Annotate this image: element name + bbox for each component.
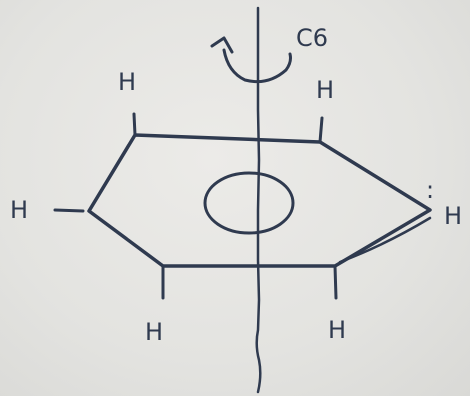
atom-h-bottom-right: H [328,316,346,344]
bond-top-right [318,116,324,144]
bond-bottom-right [333,264,338,300]
axis-label: C6 [296,24,328,52]
atom-h-left: H [10,196,28,224]
bond-left [53,208,85,213]
rotation-arrow [222,48,292,84]
bond-right-extra [338,216,432,264]
atom-h-top-right: H [316,76,334,104]
atom-h-top-left: H [118,68,136,96]
atom-h-right: H [444,202,462,230]
bond-top-left [132,112,137,137]
aromatic-circle [203,171,295,235]
rotation-arrowhead [210,36,234,54]
lone-pair: : [426,176,434,204]
atom-h-bottom-left: H [145,318,163,346]
rotation-axis [255,6,262,394]
